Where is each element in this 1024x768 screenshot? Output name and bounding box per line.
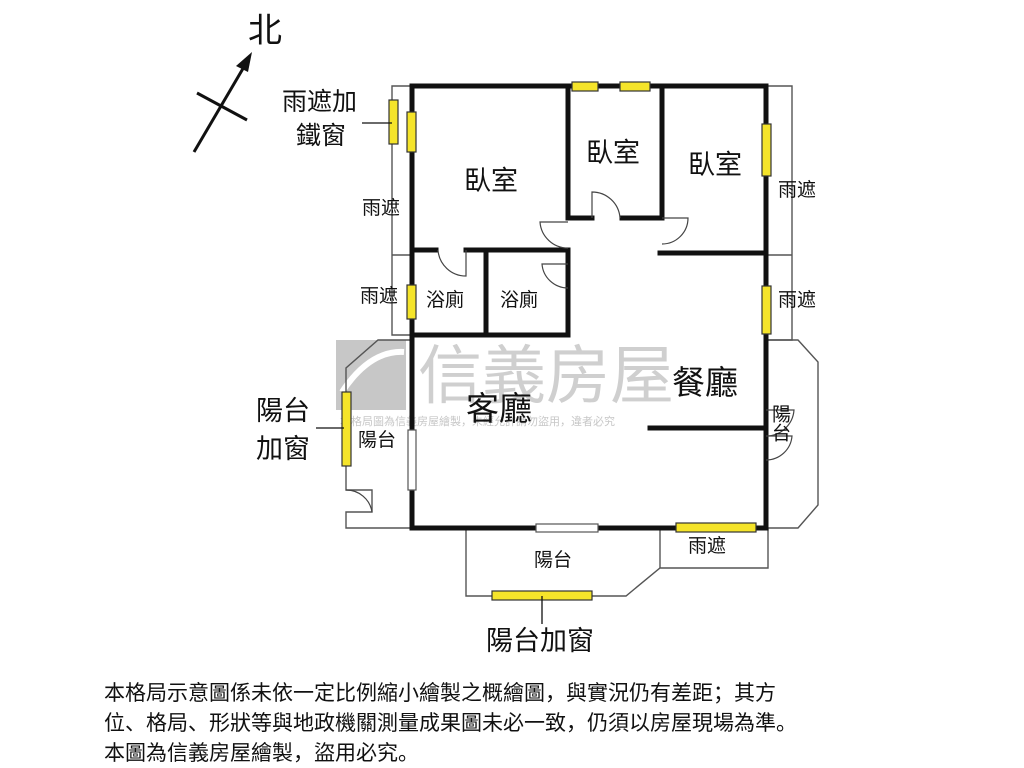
window-bedroom2-right	[619, 81, 651, 92]
label-balcony-window-left-line2: 加窗	[256, 434, 310, 465]
label-bath-2: 浴廁	[500, 288, 538, 311]
doors	[345, 191, 795, 533]
window-bedroom3	[761, 123, 772, 177]
sliding-door-left	[407, 429, 417, 491]
label-canopy-right-upper: 雨遮	[778, 179, 816, 201]
window-bath1	[406, 284, 417, 320]
label-balcony-bottom: 陽台	[534, 549, 572, 571]
disclaimer-line-2: 位、格局、形狀等與地政機關測量成果圖未必一致，仍須以房屋現場為準。	[104, 711, 797, 735]
door-right-balcony-lower	[765, 435, 793, 461]
room-labels: 臥室 臥室 臥室 浴廁 浴廁 客廳 餐廳 陽台 陽台 陽台	[358, 138, 791, 571]
left-balcony-outline	[345, 339, 412, 529]
window-bedroom1	[406, 111, 417, 153]
floor-plan: 北 信義房屋 本格局圖為信義房屋繪製，未經允許請勿盜用，違者必究	[192, 11, 819, 657]
sliding-door-bottom	[535, 523, 599, 533]
window-left-balcony	[341, 391, 352, 467]
label-balcony-right: 陽台	[769, 404, 791, 442]
watermark: 信義房屋 本格局圖為信義房屋繪製，未經允許請勿盜用，違者必究	[336, 340, 674, 428]
window-bottom-canopy	[675, 522, 757, 533]
label-canopy-iron-line1: 雨遮加	[282, 87, 357, 116]
label-canopy-left-lower: 雨遮	[360, 285, 398, 307]
bottom-balcony-outline	[465, 528, 769, 597]
label-bedroom-1: 臥室	[464, 166, 518, 197]
label-living-room: 客廳	[466, 389, 532, 428]
label-canopy-bottom: 雨遮	[688, 535, 726, 557]
label-dining-room: 餐廳	[672, 363, 738, 402]
door-left-balcony	[345, 489, 373, 513]
disclaimer-line-1: 本格局示意圖係未依一定比例縮小繪製之概繪圖，與實況仍有差距；其方	[104, 681, 776, 705]
compass-arrow-head	[236, 52, 252, 72]
label-canopy-left-upper: 雨遮	[362, 197, 400, 219]
door-bath1	[437, 249, 467, 277]
disclaimer-line-3: 本圖為信義房屋繪製，盜用必究。	[104, 741, 419, 765]
label-balcony-window-left-line1: 陽台	[256, 396, 310, 427]
annotation-labels: 雨遮加 鐵窗 雨遮 雨遮 雨遮 雨遮 雨遮 陽台 加窗 陽台加窗	[256, 87, 816, 657]
label-balcony-left: 陽台	[358, 429, 396, 451]
left-canopy-outline	[391, 85, 412, 336]
windows	[341, 81, 772, 601]
right-balcony-outline	[766, 339, 819, 529]
door-bedroom3	[661, 217, 689, 245]
compass-north-label: 北	[248, 11, 282, 51]
label-bath-1: 浴廁	[426, 288, 464, 311]
label-bedroom-2: 臥室	[586, 138, 640, 169]
label-balcony-window-bottom: 陽台加窗	[486, 626, 594, 657]
label-canopy-iron-line2: 鐵窗	[296, 121, 346, 150]
compass-cross-line	[196, 91, 248, 122]
window-bedroom2-left	[571, 81, 599, 92]
watermark-logo-curve	[339, 348, 405, 394]
door-bedroom1	[539, 221, 569, 249]
window-iron-canopy	[388, 99, 399, 145]
disclaimer: 本格局示意圖係未依一定比例縮小繪製之概繪圖，與實況仍有差距；其方 位、格局、形狀…	[104, 678, 964, 768]
canopy-outlines	[345, 85, 819, 597]
leader-lines	[316, 122, 543, 624]
watermark-notice: 本格局圖為信義房屋繪製，未經允許請勿盜用，違者必究	[340, 414, 615, 428]
watermark-brand: 信義房屋	[418, 340, 674, 414]
compass: 北	[192, 11, 282, 153]
window-dining	[761, 285, 772, 335]
door-bedroom2	[591, 191, 621, 219]
label-canopy-right-lower: 雨遮	[778, 289, 816, 311]
door-bath2	[541, 263, 569, 289]
label-bedroom-3: 臥室	[688, 150, 742, 181]
